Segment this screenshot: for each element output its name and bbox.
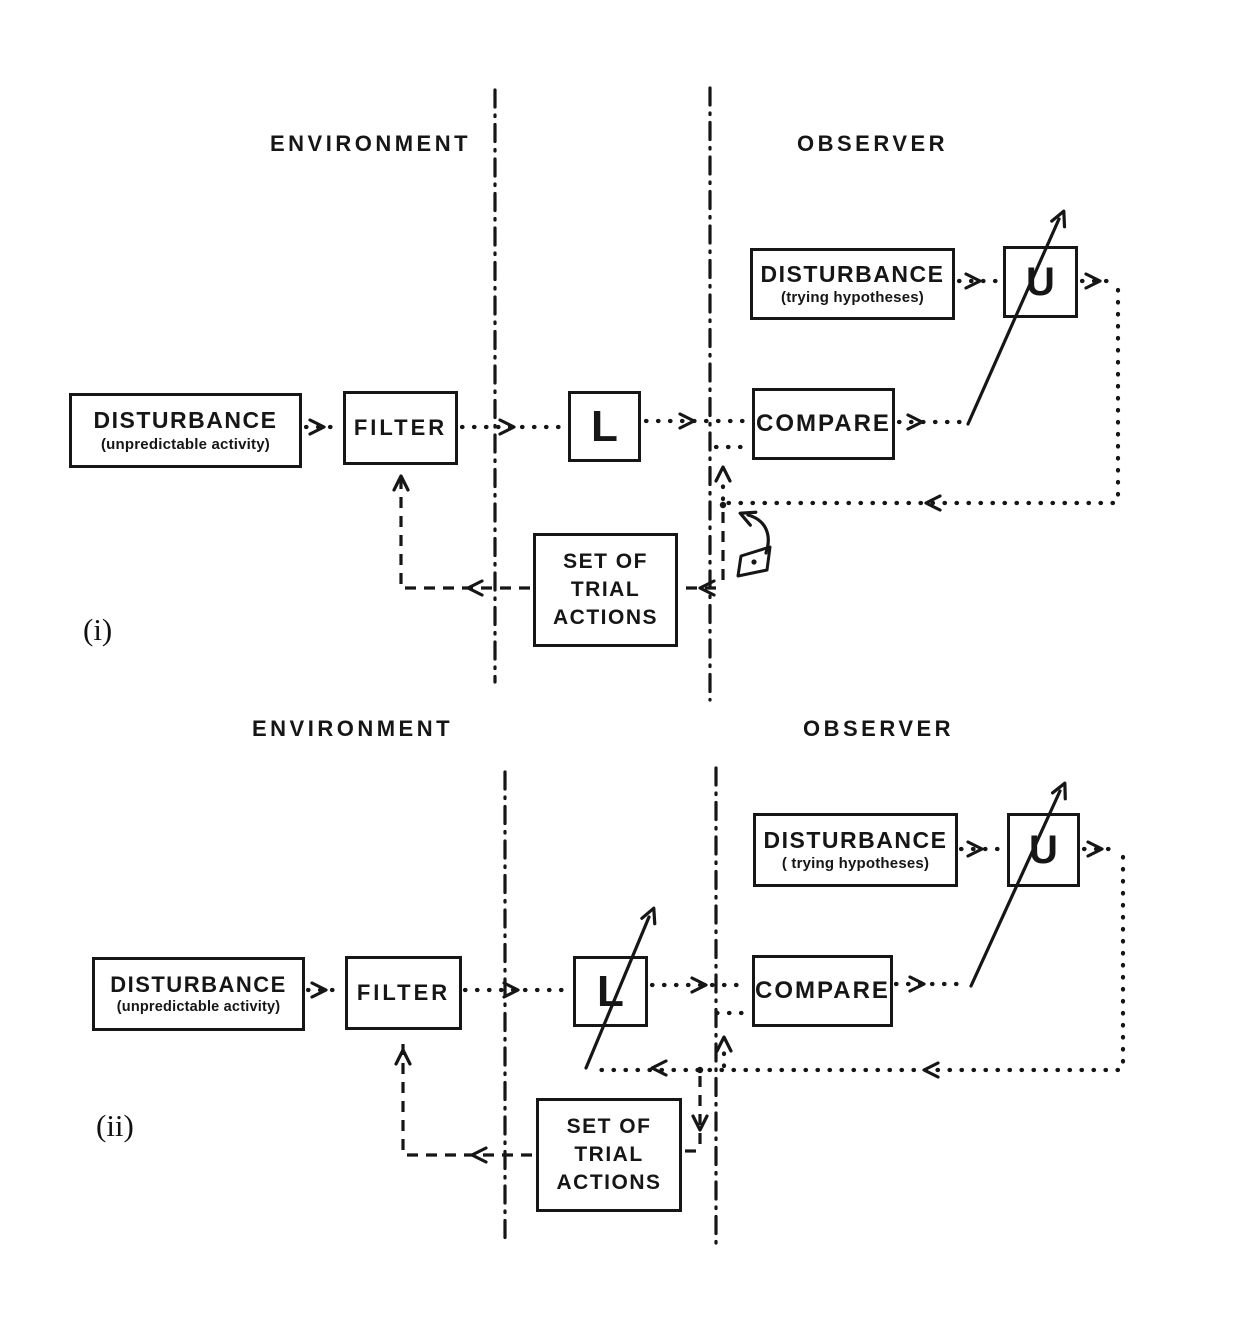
filter-box-i: FILTER: [343, 391, 458, 465]
disturbance-environment-subtitle-i: (unpredictable activity): [100, 435, 270, 453]
disturbance-environment-box-ii: DISTURBANCE (unpredictable activity): [92, 957, 305, 1031]
disturbance-observer-subtitle-ii: ( trying hypotheses): [781, 855, 930, 873]
disturbance-observer-box-i: DISTURBANCE (trying hypotheses): [750, 248, 955, 320]
l-label-ii: L: [597, 966, 624, 1016]
loop-annotation-icon: [735, 505, 772, 578]
junction-dot-i: [719, 501, 727, 509]
disturbance-observer-title-ii: DISTURBANCE: [763, 826, 948, 853]
disturbance-observer-box-ii: DISTURBANCE ( trying hypotheses): [753, 813, 958, 887]
u-box-i: U: [1003, 246, 1078, 318]
environment-label-ii: ENVIRONMENT: [252, 716, 454, 741]
compare-box-ii: COMPARE: [752, 955, 893, 1027]
l-box-ii: L: [573, 956, 648, 1027]
trial-line2-ii: TRIAL: [574, 1143, 644, 1167]
disturbance-observer-title-i: DISTURBANCE: [760, 260, 945, 287]
u-label-ii: U: [1029, 828, 1058, 872]
compare-label-i: COMPARE: [756, 410, 891, 437]
compare-box-i: COMPARE: [752, 388, 895, 460]
diagram-index-i: (i): [83, 612, 113, 647]
junction-dot-ii: [696, 1066, 704, 1074]
set-of-trial-actions-box-ii: SET OF TRIAL ACTIONS: [536, 1098, 682, 1212]
set-of-trial-actions-box-i: SET OF TRIAL ACTIONS: [533, 533, 678, 647]
trial-line2-i: TRIAL: [570, 578, 641, 602]
compare-label-ii: COMPARE: [755, 977, 890, 1004]
trial-line3-ii: ACTIONS: [556, 1170, 662, 1194]
disturbance-environment-subtitle-ii: (unpredictable activity): [116, 999, 281, 1016]
l-label-i: L: [591, 401, 618, 451]
disturbance-environment-title-ii: DISTURBANCE: [110, 971, 287, 997]
filter-label-ii: FILTER: [356, 980, 451, 1005]
environment-label-i: ENVIRONMENT: [270, 131, 472, 156]
filter-label-i: FILTER: [353, 415, 448, 440]
observer-label-i: OBSERVER: [797, 131, 949, 156]
trial-line3-i: ACTIONS: [553, 605, 658, 629]
u-box-ii: U: [1007, 813, 1080, 887]
trial-line1-i: SET OF: [563, 550, 648, 574]
disturbance-environment-box-i: DISTURBANCE (unpredictable activity): [69, 393, 302, 468]
observer-label-ii: OBSERVER: [803, 716, 955, 741]
u-label-i: U: [1026, 260, 1055, 304]
l-box-i: L: [568, 391, 641, 462]
diagram-index-ii: (ii): [96, 1108, 134, 1143]
trial-line1-ii: SET OF: [566, 1115, 652, 1139]
filter-box-ii: FILTER: [345, 956, 462, 1030]
disturbance-environment-title-i: DISTURBANCE: [93, 407, 278, 434]
disturbance-observer-subtitle-i: (trying hypotheses): [781, 289, 924, 307]
